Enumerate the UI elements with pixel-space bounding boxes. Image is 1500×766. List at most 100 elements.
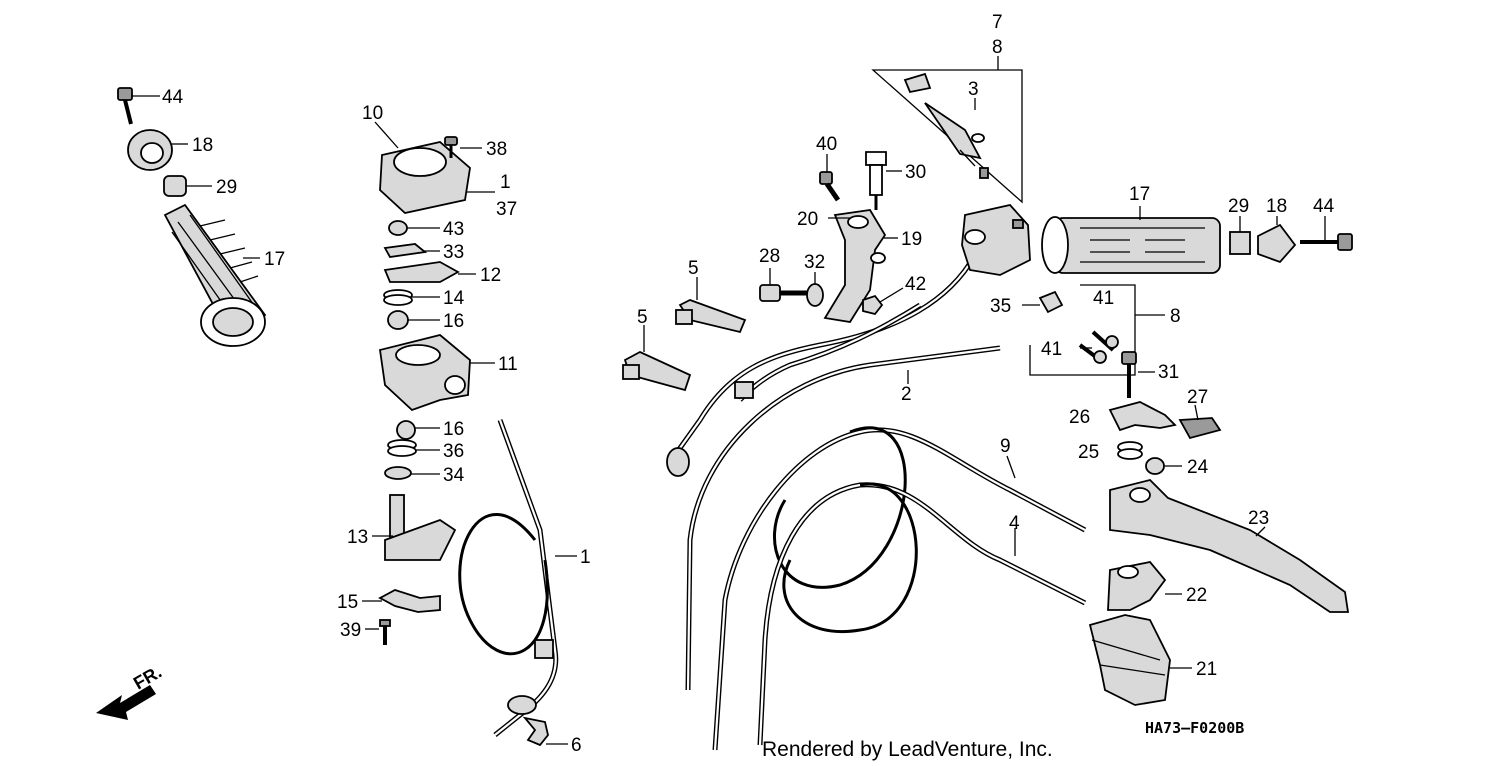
callout-30: 30 [905,162,926,183]
callout-29-right: 29 [1228,196,1249,217]
arm-12 [383,261,460,283]
throttle-assembly [362,121,495,645]
throttle-cable-1 [458,419,577,737]
block-35 [1022,290,1064,314]
collar-29-left [163,175,187,197]
wire-harness [666,253,978,477]
right-grip-17 [1041,206,1221,274]
callout-4: 4 [1009,513,1020,534]
bolt-44-right [1300,216,1353,251]
lever-23 [1109,479,1350,613]
bolt-30 [865,151,902,210]
switch-housing [961,204,1031,276]
grip-17-left [163,203,267,347]
callout-2: 2 [901,384,912,405]
callout-27: 27 [1187,387,1208,408]
grip-end-18-right [1257,216,1297,264]
callout-15: 15 [337,592,358,613]
callout-5-bottom: 5 [637,307,648,328]
callout-19: 19 [901,229,922,250]
holder-22 [1107,561,1182,611]
screw-38 [444,136,458,158]
switch-inset-box [871,56,1023,204]
callout-25: 25 [1078,442,1099,463]
lever-bracket-26-27 [1108,401,1222,440]
spring-25 [1117,441,1143,460]
front-direction-arrow: FR. [96,662,165,720]
washer-34 [384,466,412,480]
nut-24 [1145,457,1182,475]
clip-6 [522,716,568,747]
nut-43 [388,220,408,236]
screw-28-knob-32 [759,268,824,307]
callout-10: 10 [362,103,383,124]
bolt-31 [1121,351,1155,398]
nut-42 [862,287,904,316]
callout-17: 17 [264,249,285,270]
callout-9: 9 [1000,436,1011,457]
callout-7: 7 [992,12,1003,33]
switch-inset-box-8 [1029,284,1165,376]
callout-35: 35 [990,296,1011,317]
callout-17-right: 17 [1129,184,1150,205]
callout-33: 33 [443,242,464,263]
callout-41-top: 41 [1093,288,1114,309]
callout-37: 37 [496,199,517,220]
callout-23: 23 [1248,508,1269,529]
callout-44-right: 44 [1313,196,1335,217]
callout-24: 24 [1187,457,1209,478]
callout-32: 32 [804,252,825,273]
callout-31: 31 [1158,362,1179,383]
cable-4 [757,482,1087,746]
callout-16-top: 16 [443,311,464,332]
spring-36 [387,439,417,457]
callout-36: 36 [443,441,464,462]
callout-28: 28 [759,246,780,267]
callout-26: 26 [1069,407,1090,428]
callout-12: 12 [480,265,501,286]
cable-9 [712,426,1087,751]
callout-18-right: 18 [1266,196,1287,217]
washer-33 [383,243,428,258]
callout-41-bottom: 41 [1041,339,1062,360]
left-grip-assembly [117,87,267,347]
callout-20: 20 [797,209,818,230]
callout-22: 22 [1186,585,1207,606]
clamp-15 [378,589,441,613]
housing-11 [378,334,471,412]
callout-18: 18 [192,135,213,156]
callout-42: 42 [905,274,926,295]
callout-29: 29 [216,177,237,198]
cover-10 [379,141,471,214]
callout-43: 43 [443,219,464,240]
callout-3: 3 [968,79,979,100]
callout-11: 11 [498,354,518,375]
callout-6: 6 [571,735,582,756]
callout-14: 14 [443,288,465,309]
grip-end-18-left [127,129,173,171]
callout-16-bottom: 16 [443,419,464,440]
callout-21: 21 [1196,659,1217,680]
bolt-44-left [117,87,133,125]
collar-16-bottom [396,420,416,440]
collar-29-right [1229,216,1251,255]
bolt-40 [819,154,841,202]
cable-2 [685,345,1001,691]
diagram-code: HA73–F0200B [1145,719,1244,737]
spring-14 [383,289,413,306]
callout-39: 39 [340,620,361,641]
cover-21 [1088,614,1192,706]
screw-39 [379,619,391,645]
callout-8-top: 8 [992,37,1003,58]
callout-34: 34 [443,465,465,486]
callout-labels: 44 18 29 17 10 38 1 37 43 33 12 14 16 11… [162,12,1335,756]
callout-40: 40 [816,134,837,155]
callout-8-right: 8 [1170,306,1181,327]
rendered-by-credit: Rendered by LeadVenture, Inc. [762,738,1053,761]
callout-13: 13 [347,527,368,548]
callout-5-top: 5 [688,258,699,279]
throttle-lever-13 [384,494,457,561]
band-clips-5 [622,277,747,392]
callout-44: 44 [162,87,184,108]
